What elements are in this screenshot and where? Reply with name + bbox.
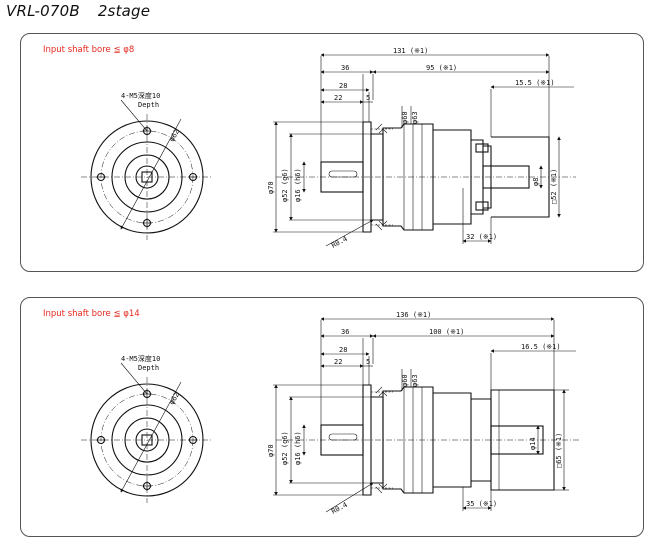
technical-drawing: 4-M5深度10 Depth φ62 bbox=[81, 311, 581, 516]
depth-note: Depth bbox=[138, 101, 159, 109]
dim-overall: 136 (※1) bbox=[396, 311, 431, 319]
dim-22: 22 bbox=[334, 94, 342, 102]
horizontal-dimensions: 136 (※1) 36 100 (※1) 16.5 (※1) 28 22 5 3… bbox=[320, 311, 576, 511]
bolt-hole-right bbox=[188, 435, 198, 445]
dim-phi63: φ63 bbox=[411, 374, 419, 387]
hole-note: 4-M5深度10 bbox=[121, 354, 160, 363]
dim-35: 35 (※1) bbox=[466, 500, 497, 508]
front-view: 4-M5深度10 Depth φ62 bbox=[81, 354, 213, 503]
front-view: 4-M5深度10 Depth φ62 bbox=[81, 91, 213, 240]
side-view bbox=[276, 121, 576, 233]
bolt-hole-right bbox=[188, 172, 198, 182]
output-flange bbox=[362, 384, 372, 496]
bore-label: Input shaft bore ≦ φ8 bbox=[43, 45, 135, 55]
dim-28: 28 bbox=[339, 346, 347, 354]
dim-phi63: φ63 bbox=[411, 111, 419, 124]
dim-100: 100 (※1) bbox=[429, 328, 464, 336]
vertical-dimensions: φ70 φ52 (g6) φ16 (h6) φ60 φ63 φ14 □65 (※… bbox=[267, 369, 569, 516]
dim-box65: □65 (※1) bbox=[555, 433, 563, 468]
technical-drawing: 4-M5深度10 Depth φ62 bbox=[81, 47, 576, 250]
dim-r04: R0.4 bbox=[330, 501, 349, 516]
input-bore bbox=[490, 425, 544, 455]
dim-28: 28 bbox=[339, 82, 347, 90]
dim-phi70: φ70 bbox=[267, 444, 275, 457]
dim-16-5: 16.5 (※1) bbox=[521, 343, 561, 351]
motor-adapter bbox=[491, 136, 550, 218]
dim-phi16: φ16 (h6) bbox=[294, 168, 302, 202]
dim-36: 36 bbox=[341, 64, 349, 72]
dim-36: 36 bbox=[341, 328, 349, 336]
bolt-hole-bottom bbox=[142, 481, 152, 491]
dim-95: 95 (※1) bbox=[426, 64, 457, 72]
pcd-label: φ62 bbox=[168, 391, 181, 406]
side-view bbox=[276, 384, 581, 496]
bolt-hole-bottom bbox=[142, 218, 152, 228]
dim-phi70: φ70 bbox=[267, 181, 275, 194]
stage-label: 2stage bbox=[97, 2, 151, 20]
dim-overall: 131 (※1) bbox=[393, 47, 428, 55]
dim-phi60: φ60 bbox=[401, 111, 409, 124]
bolt-hole-left bbox=[96, 435, 106, 445]
output-flange bbox=[362, 121, 372, 233]
dim-15-5: 15.5 (※1) bbox=[515, 79, 555, 87]
gear-housing-2 bbox=[433, 392, 472, 488]
dim-phi8: φ8 bbox=[532, 178, 540, 186]
dim-22: 22 bbox=[334, 358, 342, 366]
dim-phi14: φ14 bbox=[529, 437, 537, 450]
dim-r04: R0.4 bbox=[330, 235, 349, 250]
dim-32: 32 (※1) bbox=[466, 233, 497, 241]
bolt-hole-left bbox=[96, 172, 106, 182]
dim-box52: □52 (※1) bbox=[550, 169, 558, 204]
dim-phi60: φ60 bbox=[401, 374, 409, 387]
horizontal-dimensions: 131 (※1) 36 95 (※1) 15.5 (※1) 28 22 5 32… bbox=[320, 47, 574, 244]
hole-note: 4-M5深度10 bbox=[121, 91, 160, 100]
dim-5: 5 bbox=[366, 358, 370, 366]
adapter-ring bbox=[483, 145, 492, 209]
drawing-panel-phi8: Input shaft bore ≦ φ8 4-M5深度10 Depth φ62 bbox=[20, 33, 644, 272]
dim-phi16: φ16 (h6) bbox=[294, 431, 302, 465]
dim-phi52: φ52 (g6) bbox=[281, 431, 289, 465]
clamp-screw-top bbox=[475, 143, 489, 153]
pcd-label: φ62 bbox=[168, 128, 181, 143]
dim-5: 5 bbox=[366, 94, 370, 102]
dim-phi52: φ52 (g6) bbox=[281, 168, 289, 202]
depth-note: Depth bbox=[138, 364, 159, 372]
bore-label: Input shaft bore ≦ φ14 bbox=[43, 309, 140, 319]
input-bore bbox=[482, 165, 530, 189]
model-name: VRL-070B bbox=[6, 2, 80, 20]
gear-housing-2 bbox=[433, 129, 472, 225]
drawing-panel-phi14: Input shaft bore ≦ φ14 4-M5深度10 Depth φ6… bbox=[20, 297, 644, 537]
clamp-screw-bottom bbox=[475, 201, 489, 211]
page-title: VRL-070B 2stage bbox=[6, 2, 150, 20]
